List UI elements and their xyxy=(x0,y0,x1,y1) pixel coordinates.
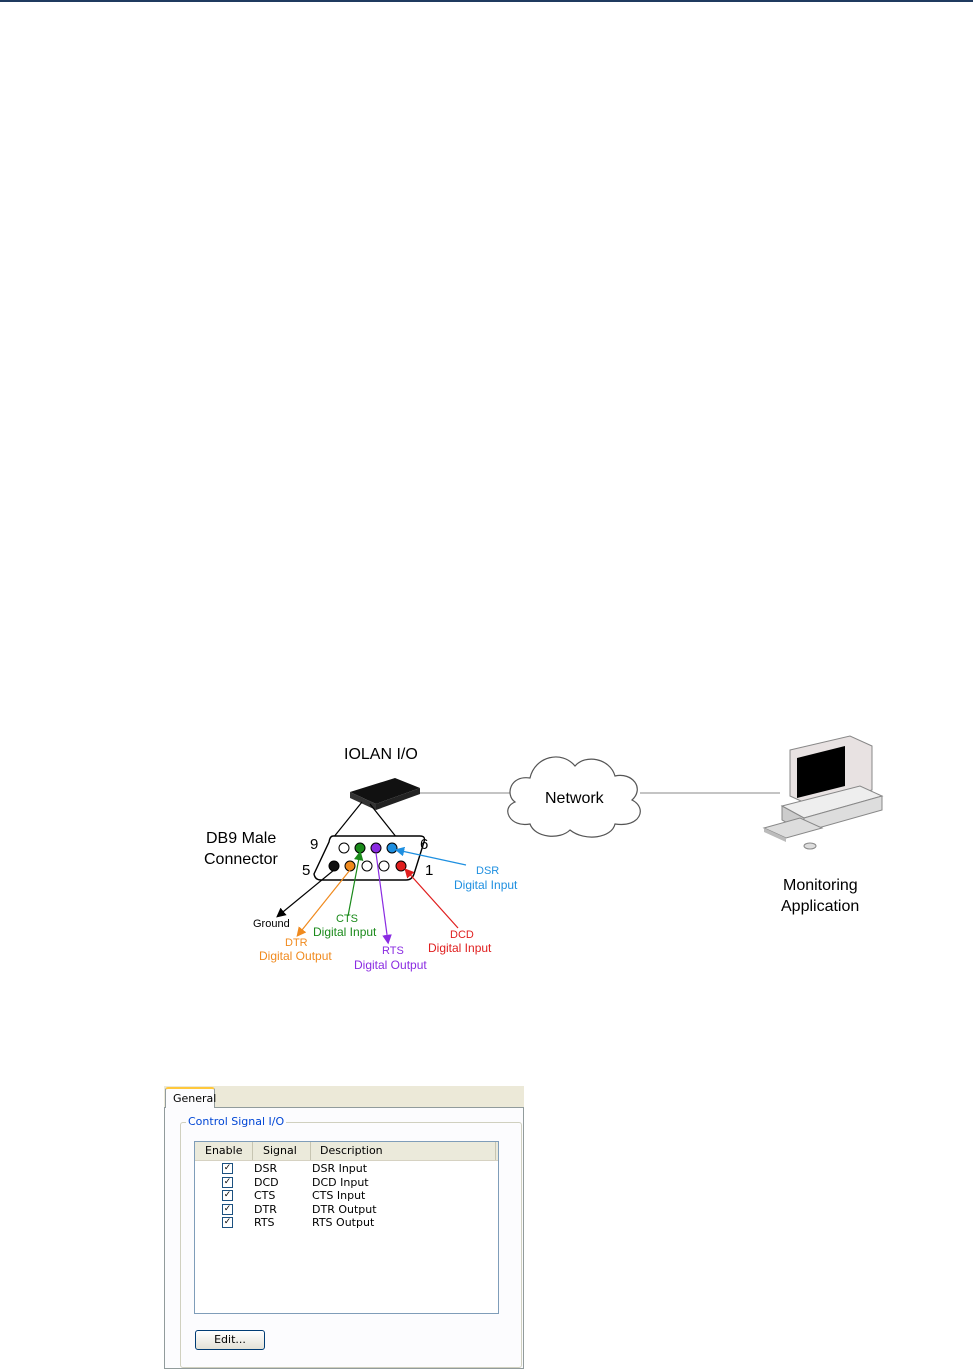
description-cell: DCD Input xyxy=(312,1176,369,1189)
connector-label-line2: Connector xyxy=(204,851,278,868)
enable-checkbox[interactable]: ✓ xyxy=(222,1177,233,1188)
column-enable[interactable]: Enable xyxy=(195,1142,253,1160)
table-row[interactable]: ✓ DTR DTR Output xyxy=(195,1203,498,1216)
pin-9 xyxy=(338,842,350,854)
pin-6-dsr xyxy=(386,842,398,854)
pin-1-dcd xyxy=(395,860,407,872)
computer-icon xyxy=(762,735,884,850)
cts-arrow xyxy=(347,850,364,917)
enable-checkbox[interactable]: ✓ xyxy=(222,1217,233,1228)
dtr-name: DTR xyxy=(285,937,308,949)
enable-checkbox[interactable]: ✓ xyxy=(222,1163,233,1174)
monitoring-label-line1: Monitoring xyxy=(783,877,858,894)
pin-4-dtr xyxy=(344,860,356,872)
dcd-name: DCD xyxy=(450,929,474,941)
dsr-arrow xyxy=(394,846,467,866)
signal-cell: CTS xyxy=(254,1189,276,1202)
pin-8-cts xyxy=(354,842,366,854)
dsr-type: Digital Input xyxy=(454,878,518,892)
page-top-rule xyxy=(0,0,973,2)
tab-strip: General xyxy=(164,1086,524,1108)
rts-arrow xyxy=(375,852,392,945)
pin-2 xyxy=(378,860,390,872)
dcd-arrow xyxy=(404,868,459,929)
pin-9-label: 9 xyxy=(310,836,318,853)
iolan-device-icon xyxy=(350,778,420,810)
column-description[interactable]: Description xyxy=(311,1142,496,1160)
connector-label-line1: DB9 Male xyxy=(206,830,276,847)
rts-name: RTS xyxy=(382,945,404,957)
control-signal-panel: General Control Signal I/O Enable Signal… xyxy=(164,1086,524,1369)
enable-checkbox[interactable]: ✓ xyxy=(222,1204,233,1215)
signal-cell: DTR xyxy=(254,1203,277,1216)
group-label: Control Signal I/O xyxy=(186,1115,287,1128)
signal-list[interactable]: Enable Signal Description ✓ DSR DSR Inpu… xyxy=(194,1141,499,1314)
signal-cell: RTS xyxy=(254,1216,275,1229)
description-cell: RTS Output xyxy=(312,1216,375,1229)
control-signal-group xyxy=(180,1122,522,1368)
dtr-arrow xyxy=(296,869,351,937)
pin-7-rts xyxy=(370,842,382,854)
description-cell: CTS Input xyxy=(312,1189,366,1202)
dcd-type: Digital Input xyxy=(428,941,492,955)
table-row[interactable]: ✓ CTS CTS Input xyxy=(195,1189,498,1202)
pin-3 xyxy=(361,860,373,872)
description-cell: DTR Output xyxy=(312,1203,377,1216)
pin-5-ground xyxy=(328,860,340,872)
tab-general[interactable]: General xyxy=(165,1087,216,1108)
pin-6-label: 6 xyxy=(420,836,428,853)
network-cloud-icon xyxy=(507,756,641,838)
edit-button[interactable]: Edit... xyxy=(195,1330,265,1350)
list-header: Enable Signal Description xyxy=(195,1142,498,1161)
enable-checkbox[interactable]: ✓ xyxy=(222,1190,233,1201)
cts-name: CTS xyxy=(336,913,358,925)
signal-cell: DSR xyxy=(254,1162,278,1175)
dtr-type: Digital Output xyxy=(259,949,332,963)
table-row[interactable]: ✓ RTS RTS Output xyxy=(195,1216,498,1229)
network-label: Network xyxy=(545,790,605,807)
pin-5-label: 5 xyxy=(302,862,310,879)
column-signal[interactable]: Signal xyxy=(253,1142,311,1160)
ground-arrow xyxy=(276,869,335,918)
cts-type: Digital Input xyxy=(313,925,377,939)
monitoring-label-line2: Application xyxy=(781,898,859,915)
connection-diagram: IOLAN I/O Network Monitoring Application… xyxy=(204,735,884,972)
pin-1-label: 1 xyxy=(425,862,433,879)
description-cell: DSR Input xyxy=(312,1162,368,1175)
signal-cell: DCD xyxy=(254,1176,279,1189)
dsr-name: DSR xyxy=(476,865,499,877)
table-row[interactable]: ✓ DCD DCD Input xyxy=(195,1176,498,1189)
iolan-label: IOLAN I/O xyxy=(344,746,418,763)
ground-label: Ground xyxy=(253,918,290,930)
table-row[interactable]: ✓ DSR DSR Input xyxy=(195,1162,498,1175)
rts-type: Digital Output xyxy=(354,958,427,972)
